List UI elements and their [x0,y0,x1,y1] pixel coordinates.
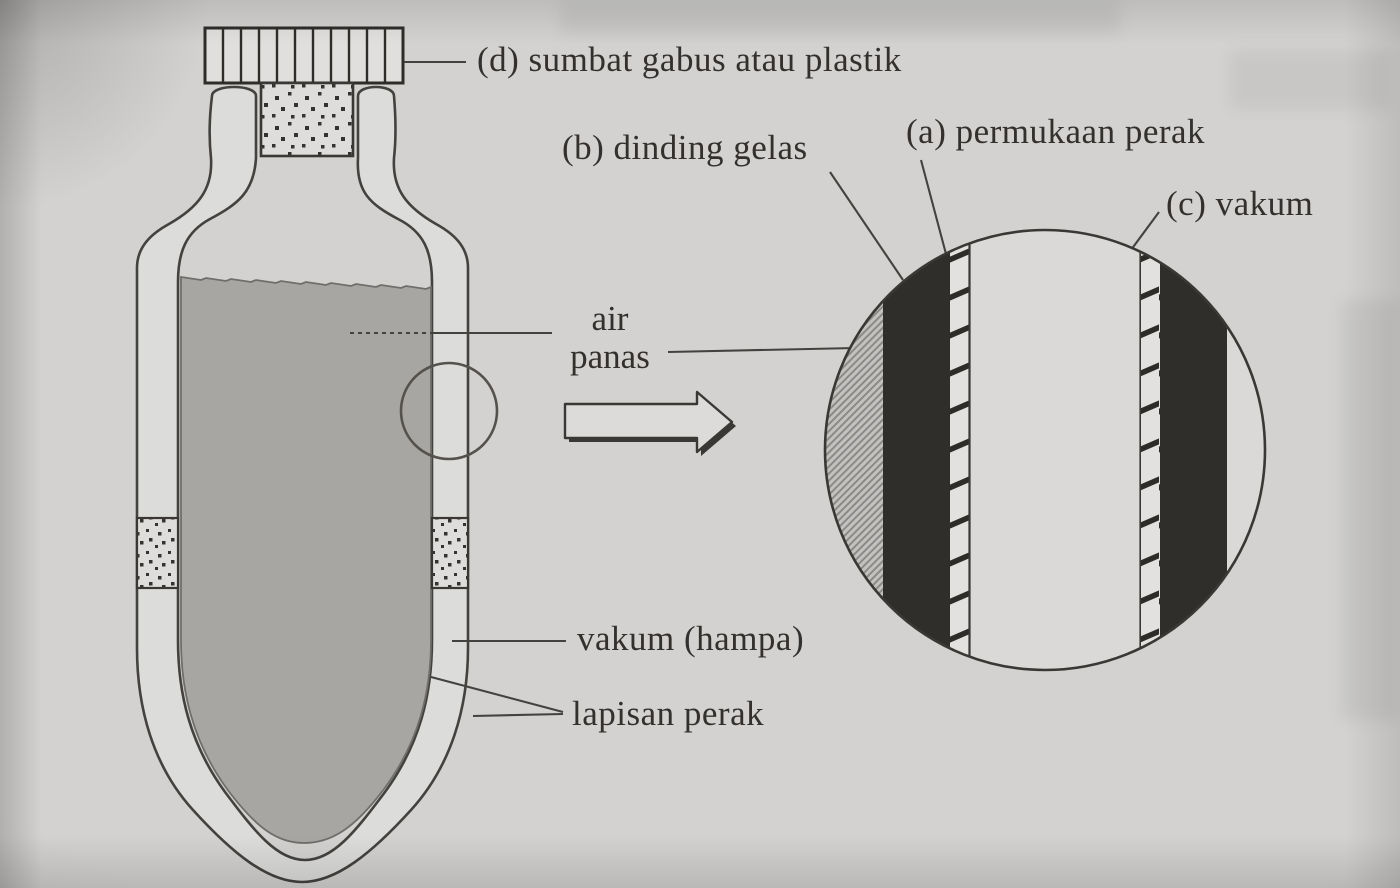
leader-silver-surface [919,159,948,255]
label-silver-layer: lapisan perak [572,694,765,733]
leader-lines [350,60,1160,718]
mag-circle-outline [823,228,1267,672]
leader-glass-wall [829,171,904,281]
label-stopper: (d) sumbat gabus atau plastik [477,40,902,79]
label-hot-water-line2: panas [570,337,650,376]
label-vacuum-inset: (c) vakum [1166,184,1314,223]
label-glass-wall: (b) dinding gelas [562,128,808,167]
hot-water-fill [180,275,432,844]
cork-plug [259,81,355,158]
mag-glass-wall-inner [883,230,950,670]
flask-double-wall-vacuum-gap [135,85,470,884]
leader-silver-layer-upper [430,675,564,714]
mag-glass-wall-outer [1160,230,1227,670]
label-hot-water: air panas [550,300,670,376]
spacer-block-left [135,516,180,590]
leader-hot-water-right [667,346,857,354]
stopper-cap [203,26,405,85]
magnified-wall-section [823,228,1267,672]
label-hot-water-line1: air [591,299,629,338]
leader-silver-layer-lower [472,712,564,718]
zoom-region-marker [399,361,499,461]
label-silver-surface: (a) permukaan perak [906,112,1206,151]
magnify-arrow-icon [563,390,736,456]
mag-silver-surface-outer [1141,230,1160,670]
label-vacuum-gap: vakum (hampa) [577,619,805,658]
spacer-block-right [430,516,470,590]
mag-silver-surface-inner [950,230,969,670]
